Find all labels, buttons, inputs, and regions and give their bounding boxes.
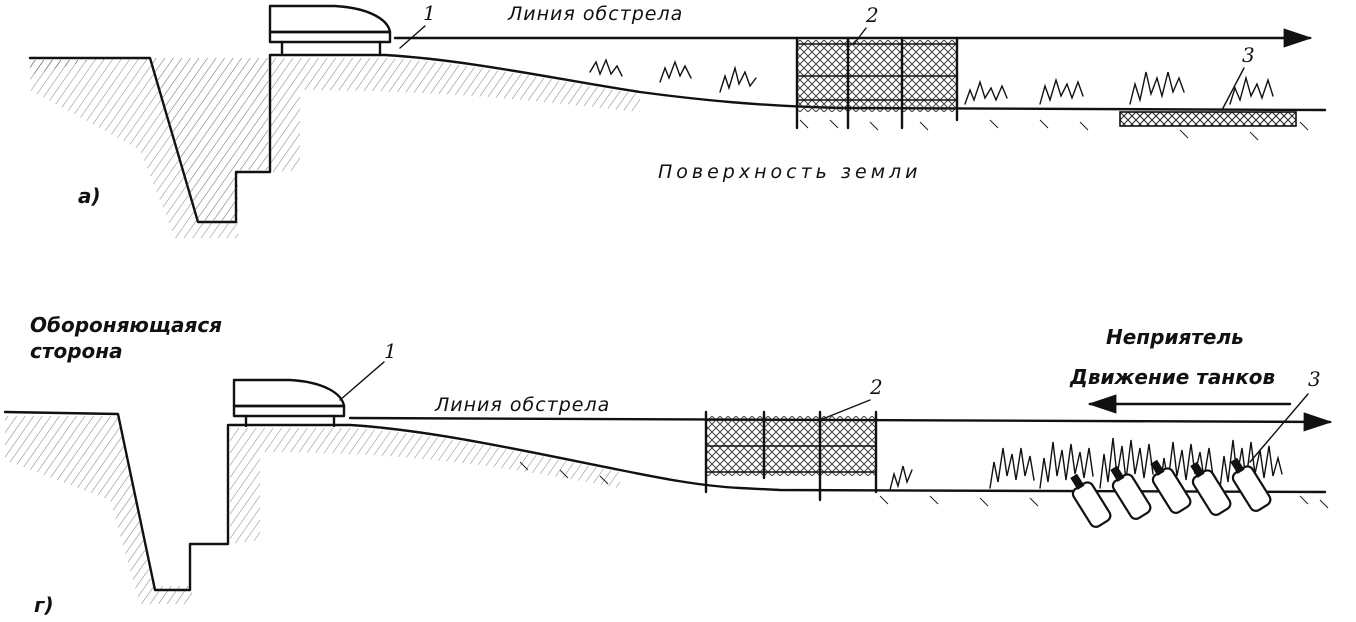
trench-g [3, 410, 1327, 604]
callout-3-leader-a [1221, 67, 1245, 111]
ground-hatch-a [799, 119, 1309, 141]
grass-a [589, 58, 1274, 105]
bottle-mines-g [1070, 457, 1272, 528]
callout-3-a: 3 [1242, 43, 1255, 67]
defending-side-label: Обороняющаяся сторона [30, 313, 229, 363]
firing-shelter-a [268, 4, 392, 57]
firing-shelter-g [232, 378, 346, 428]
callout-3-leader-g [1249, 393, 1309, 463]
callout-2-g: 2 [869, 375, 883, 399]
callout-2-a: 2 [865, 3, 879, 27]
enemy-label: Неприятель [1106, 325, 1244, 349]
callout-1-g: 1 [384, 339, 397, 363]
callout-1-leader-g [339, 361, 385, 401]
callout-1-leader-a [399, 25, 426, 49]
wire-obstacle-a [795, 36, 959, 130]
callout-2-leader-g [819, 399, 871, 421]
callout-3-g: 3 [1308, 367, 1321, 391]
panel-g: Обороняющаяся сторона 1 Линия обстрела [3, 313, 1333, 617]
wire-obstacle-g [704, 410, 878, 502]
panel-a: Линия обстрела 1 2 [28, 1, 1327, 238]
panel-letter-a: a) [78, 184, 101, 208]
callout-1-a: 1 [423, 1, 436, 25]
ground-surface-label-a: Поверхность земли [658, 161, 922, 183]
trench-a [28, 53, 1327, 238]
panel-letter-g: г) [34, 593, 54, 617]
ground-hatch-g [519, 461, 1329, 509]
minefield-a [1119, 111, 1297, 127]
fire-line-label-g: Линия обстрела [434, 394, 610, 416]
tank-movement-label: Движение танков [1069, 365, 1275, 389]
fire-line-label-a: Линия обстрела [507, 3, 683, 25]
callout-2-leader-a [853, 27, 867, 45]
